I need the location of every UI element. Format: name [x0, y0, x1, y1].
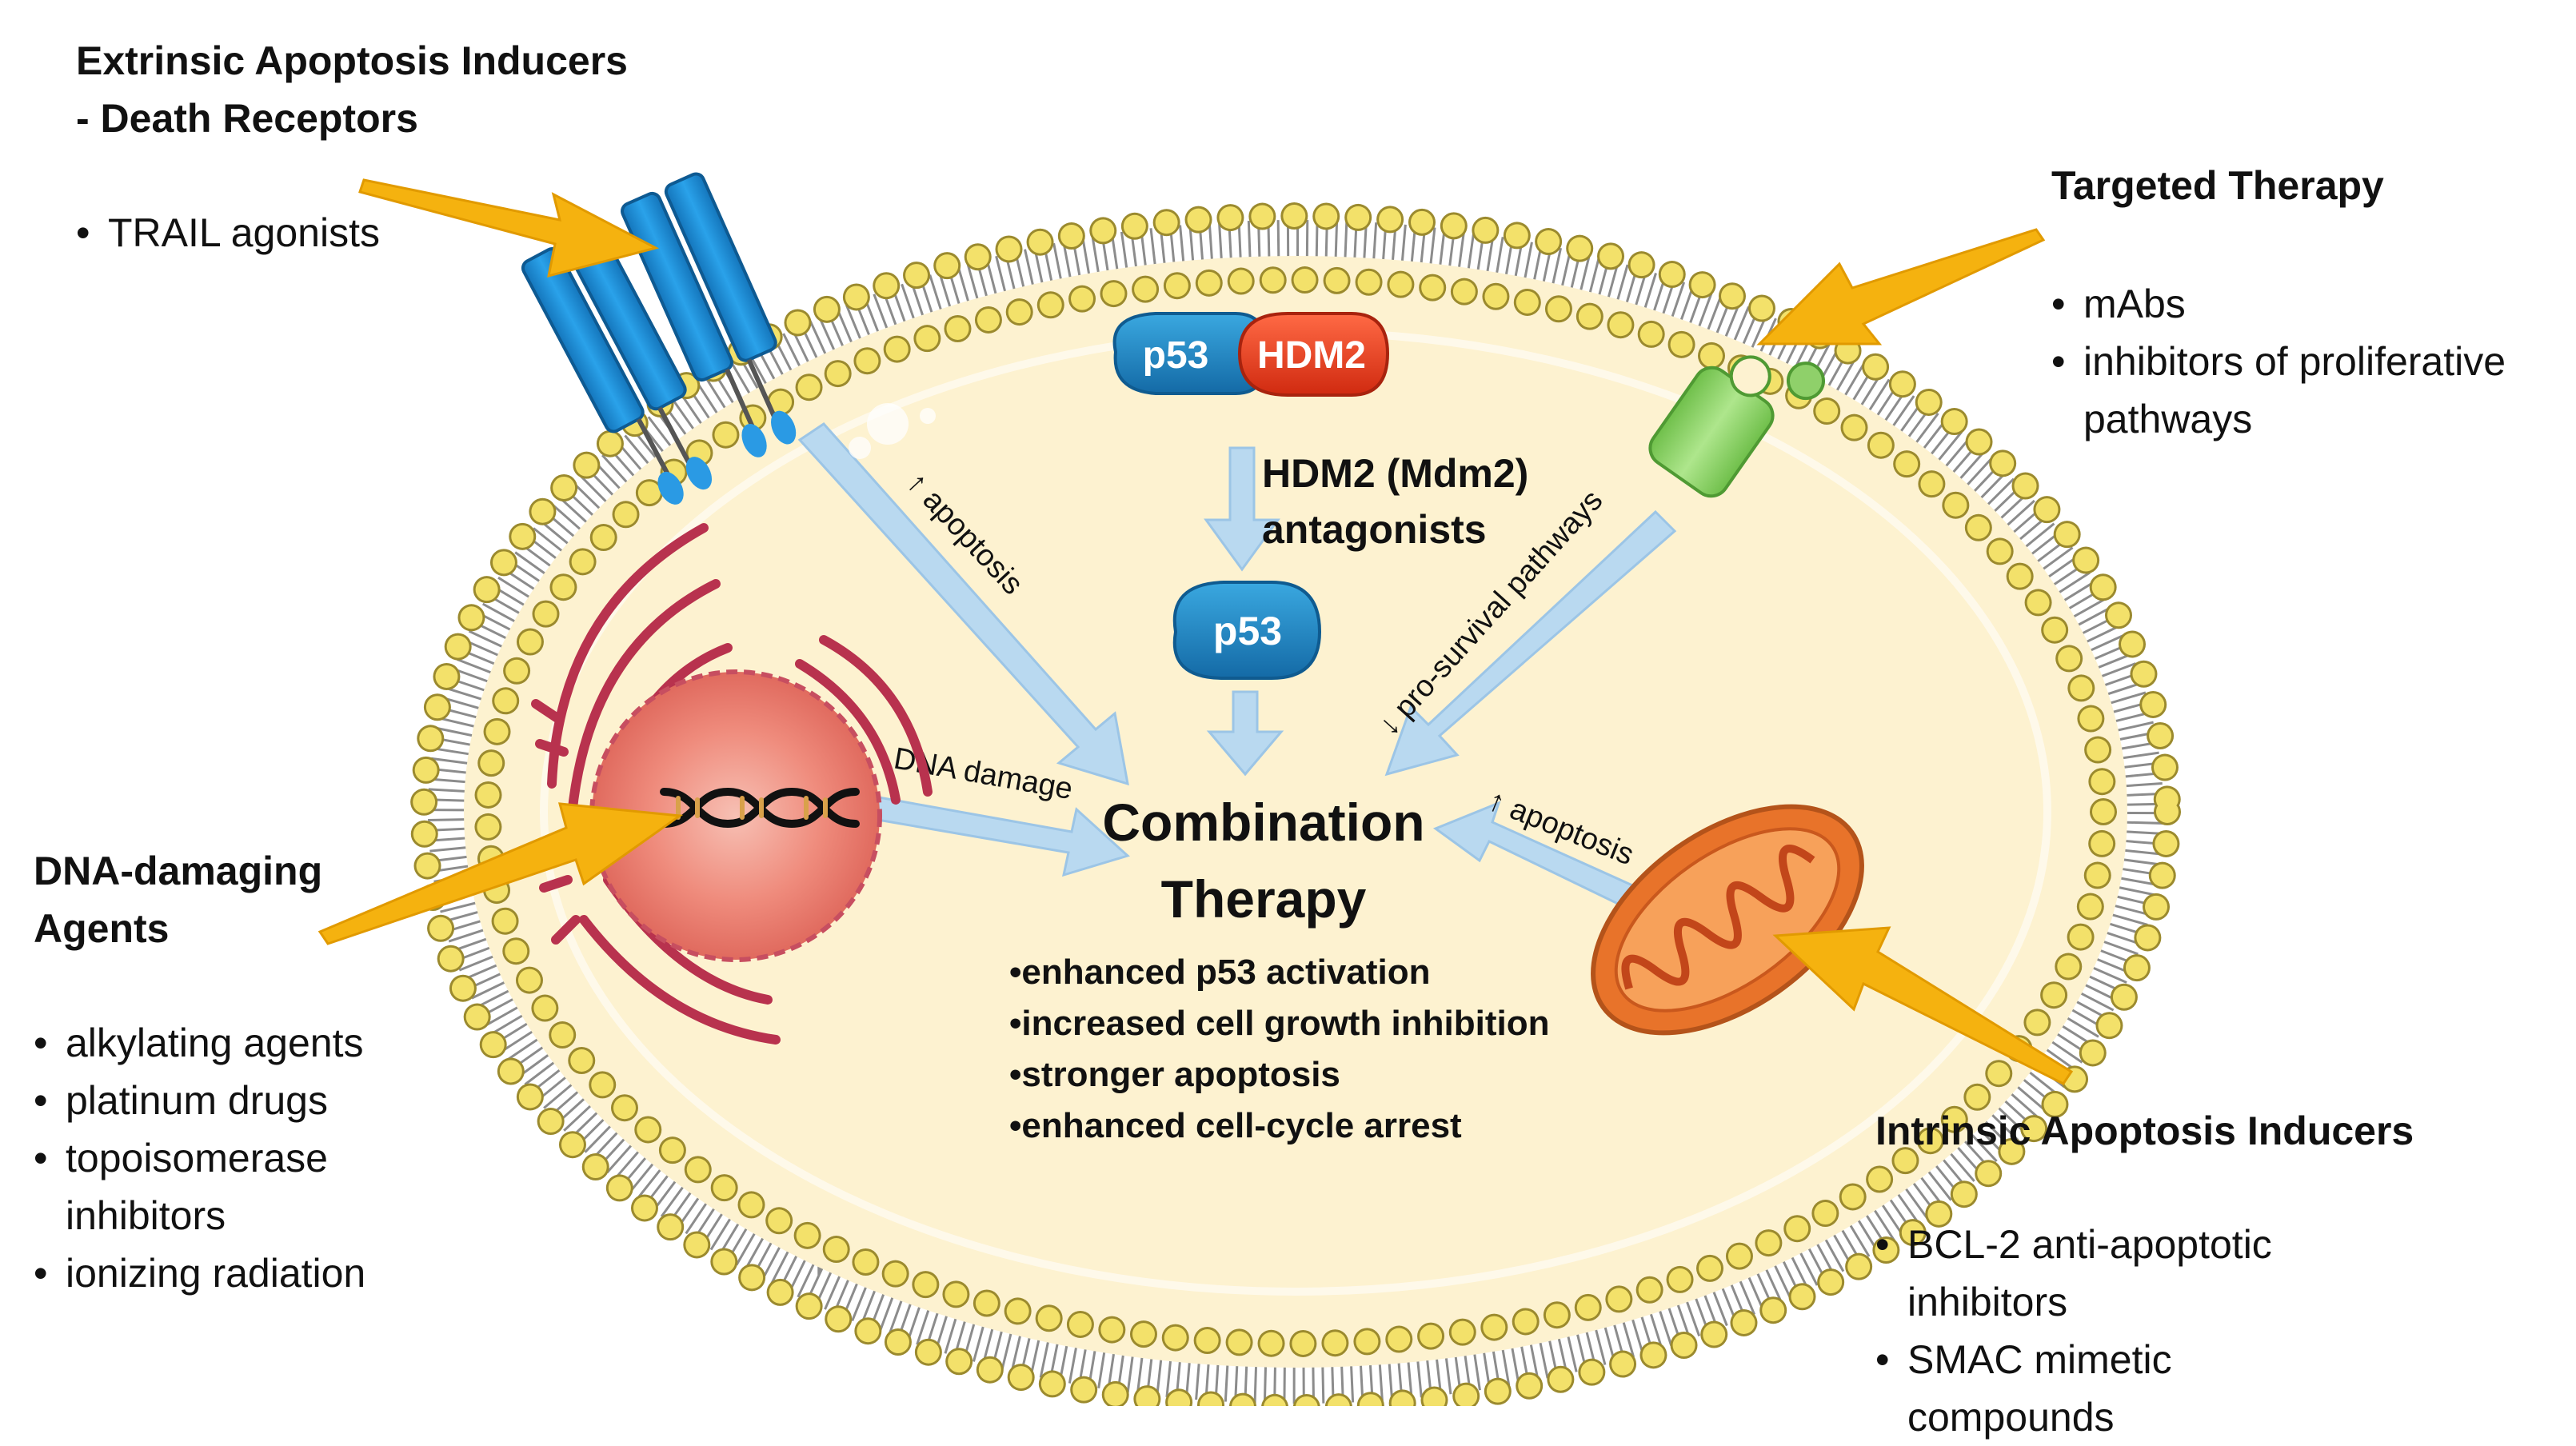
death-receptor-2: [621, 172, 797, 457]
arrow-dna-damaging: [318, 802, 684, 945]
arrow-extrinsic: [358, 178, 660, 278]
combination-therapy-title: Combination Therapy: [1040, 784, 1488, 937]
extrinsic-heading-line-1: Extrinsic Apoptosis Inducers: [76, 38, 628, 83]
dna-damaging-list: •alkylating agents •platinum drugs •topo…: [34, 1014, 369, 1302]
arrow-p53-to-center: [1206, 690, 1284, 777]
title-line-1: Combination: [1102, 793, 1425, 852]
dna-list-item: •ionizing radiation: [34, 1251, 366, 1296]
arrow-targeted-to-center: [1384, 509, 1677, 777]
inner-lipid-heads: [477, 269, 2115, 1355]
extrinsic-list: •TRAIL agonists: [76, 204, 556, 262]
outcome-item: •increased cell growth inhibition: [1009, 1004, 1550, 1043]
dna-helix-icon: [660, 787, 860, 829]
extrinsic-heading: Extrinsic Apoptosis Inducers - Death Rec…: [76, 32, 628, 147]
p53-hdm2-complex: p53 HDM2: [1112, 312, 1390, 397]
hdm2-antagonists-label: HDM2 (Mdm2) antagonists: [1262, 445, 1528, 557]
p53-free-label: p53: [1213, 609, 1282, 653]
intrinsic-list-item: •BCL-2 anti-apoptotic inhibitors: [1875, 1222, 2272, 1324]
death-receptors: [521, 172, 797, 505]
highlight-bubbles: [849, 403, 936, 459]
targeted-list: •mAbs •inhibitors of proliferative pathw…: [2051, 275, 2563, 448]
targeted-list-item: •mAbs: [2051, 282, 2186, 326]
arrow-receptor-to-center: [797, 422, 1129, 786]
dna-heading-line-2: Agents: [34, 906, 170, 951]
p53-bound-label: p53: [1143, 334, 1209, 377]
dna-heading-line-1: DNA-damaging: [34, 849, 323, 893]
arrow-targeted: [1756, 228, 2046, 346]
dna-list-item: •topoisomerase inhibitors: [34, 1136, 328, 1238]
drug-arrows: [318, 178, 2074, 1085]
targeted-list-item: •inhibitors of proliferative pathways: [2051, 339, 2506, 441]
arrow-hdm2-to-p53: [1204, 446, 1280, 572]
nucleus: [589, 669, 882, 962]
outcome-item: •enhanced p53 activation: [1009, 953, 1431, 992]
hdm2-shape: [1237, 312, 1390, 397]
diagram-canvas: ↑ apoptosis ↓ pro-survival pathways DNA …: [318, 172, 2181, 1406]
arrow-intrinsic: [1772, 926, 2074, 1085]
dna-list-item: •platinum drugs: [34, 1078, 328, 1123]
targeted-ligand: [1786, 362, 1825, 401]
cell-membrane: [410, 202, 2181, 1406]
targeted-receptor: [1648, 355, 1825, 498]
hdm2-label: HDM2: [1257, 334, 1366, 377]
antagonist-line-2: antagonists: [1262, 507, 1487, 552]
title-line-2: Therapy: [1160, 869, 1367, 929]
intrinsic-list: •BCL-2 anti-apoptotic inhibitors •SMAC m…: [1875, 1216, 2323, 1446]
extrinsic-list-item: •TRAIL agonists: [76, 210, 380, 255]
flow-arrows: [797, 422, 1677, 917]
intrinsic-heading: Intrinsic Apoptosis Inducers: [1875, 1108, 2414, 1153]
outcomes-list: •enhanced p53 activation •increased cell…: [1009, 947, 1649, 1152]
outcome-item: •enhanced cell-cycle arrest: [1009, 1106, 1462, 1145]
cytoplasm: [464, 256, 2127, 1368]
targeted-heading: Targeted Therapy: [2051, 163, 2384, 208]
antagonist-line-1: HDM2 (Mdm2): [1262, 451, 1529, 496]
dna-damaging-heading: DNA-damaging Agents: [34, 842, 322, 957]
p53-free: p53: [1172, 581, 1322, 680]
lipid-tails: [428, 220, 2163, 1404]
outer-lipid-heads: [413, 205, 2179, 1406]
outcome-item: •stronger apoptosis: [1009, 1055, 1340, 1094]
arrow-mito-to-center: [1432, 801, 1658, 917]
intrinsic-list-item: •SMAC mimetic compounds: [1875, 1337, 2172, 1440]
death-receptor-1: [521, 224, 713, 505]
mitochondrion: [1591, 804, 1864, 1036]
extrinsic-heading-line-2: - Death Receptors: [76, 96, 418, 141]
dna-list-item: •alkylating agents: [34, 1021, 364, 1065]
